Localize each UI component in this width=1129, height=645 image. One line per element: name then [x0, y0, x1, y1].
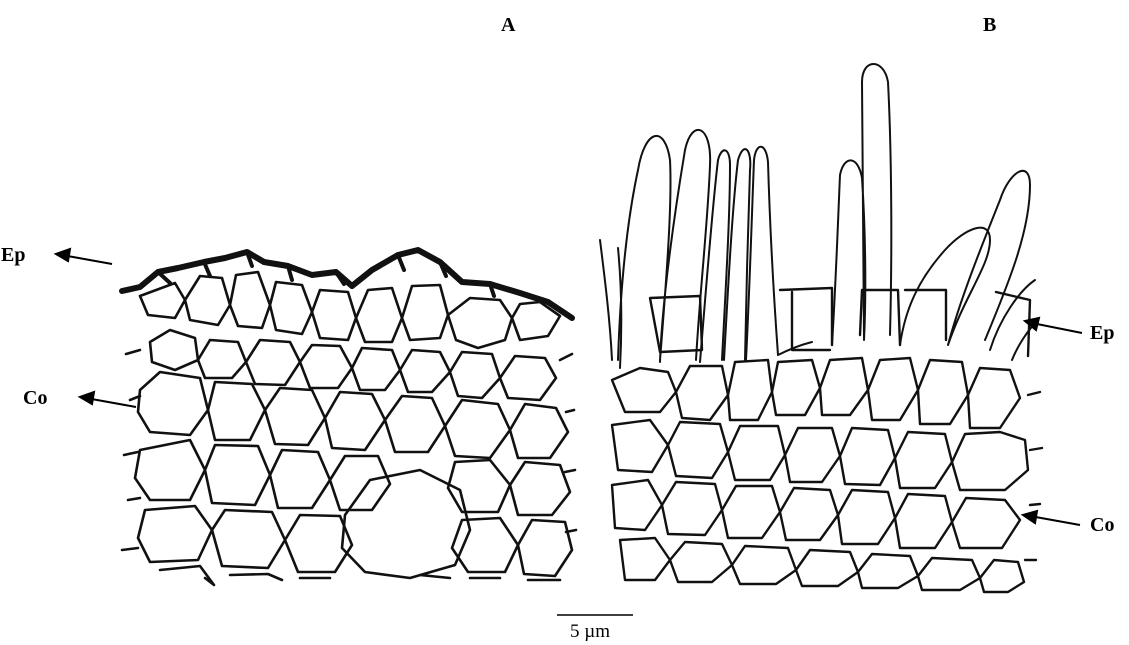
panel-b-cortex-cells: [612, 358, 1028, 592]
panel-a-letter: A: [501, 15, 515, 35]
panel-a-large-cell: [342, 470, 470, 578]
scale-bar-label: 5 µm: [570, 622, 610, 641]
arrow-co-b: [1030, 516, 1080, 525]
panel-a-section: [122, 250, 576, 585]
label-epidermis-b: Ep: [1090, 323, 1114, 343]
label-cortex-a: Co: [23, 388, 47, 408]
label-epidermis-a: Ep: [1, 245, 25, 265]
panel-b-letter: B: [983, 15, 996, 35]
panel-b-epidermal-cells: [650, 288, 1030, 356]
arrow-ep-b: [1032, 323, 1082, 333]
panel-b-section: [600, 64, 1042, 592]
panel-b-papillae: [600, 64, 1038, 368]
panel-a-cortex-cells: [135, 330, 572, 585]
label-cortex-b: Co: [1090, 515, 1114, 535]
